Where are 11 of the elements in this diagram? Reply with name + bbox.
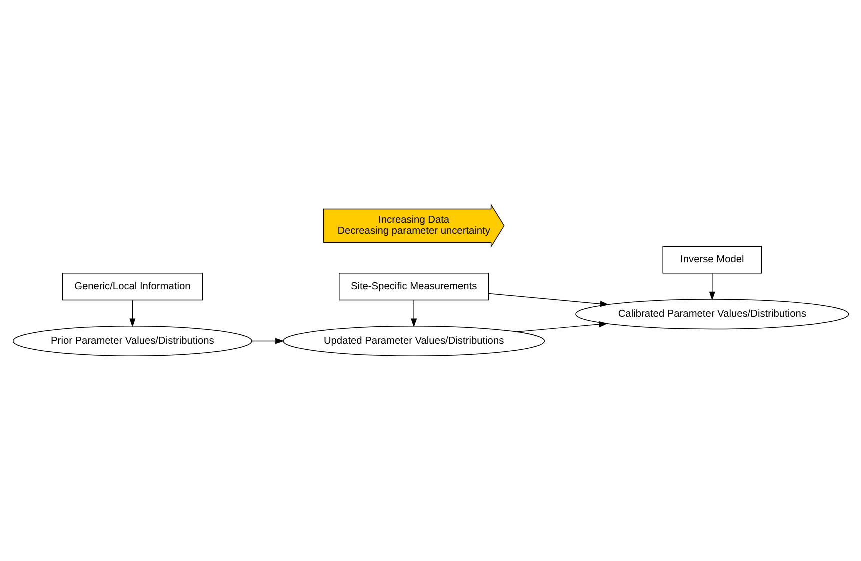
arrow [410,300,417,328]
arrow [516,322,608,332]
arrow [708,273,715,301]
node-box: Generic/Local Information [62,273,203,301]
arrow [129,300,136,328]
arrow [488,293,609,308]
node-ellipse: Updated Parameter Values/Distributions [282,326,545,356]
node-box: Inverse Model [662,246,762,274]
node-ellipse: Prior Parameter Values/Distributions [12,326,252,356]
arrow [251,338,284,344]
node-box: Site-Specific Measurements [338,273,489,301]
